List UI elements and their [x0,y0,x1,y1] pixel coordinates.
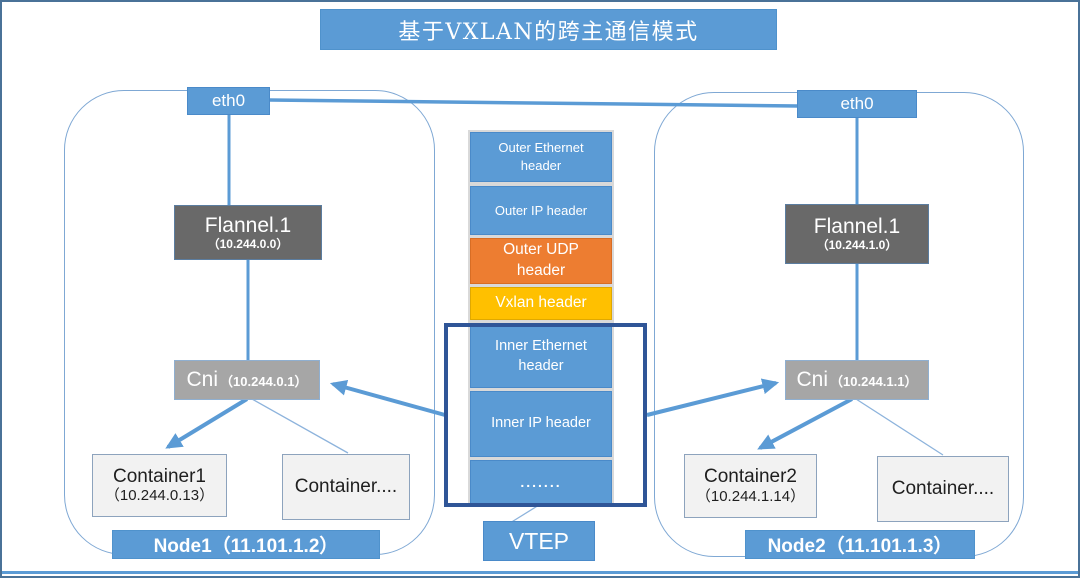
node1-container1-box: Container1 （10.244.0.13） [92,454,227,517]
node1-cni-box: Cni （10.244.0.1） [174,360,320,400]
node2-label: Node2（11.101.1.3） [745,530,975,559]
node2-container2-box: Container2 （10.244.1.14） [684,454,817,518]
node2-flannel-ip: （10.244.1.0） [816,238,898,253]
node2-container2-ip: （10.244.1.14） [695,487,806,505]
diagram-title: 基于VXLAN的跨主通信模式 [320,9,777,50]
packet-vxlan-header: Vxlan header [470,287,612,320]
packet-inner-ethernet-header: Inner Ethernet header [470,325,612,388]
inner-packet-outline [444,323,647,507]
node1-flannel-box: Flannel.1 （10.244.0.0） [174,205,322,260]
node2-cni-name: Cni [796,368,829,391]
node1-cni-ip: （10.244.0.1） [220,373,308,389]
packet-outer-ip-header: Outer IP header [470,186,612,235]
node2-flannel-name: Flannel.1 [813,215,901,239]
node2-cni-ip: （10.244.1.1） [830,373,918,389]
node1-label: Node1（11.101.1.2） [112,530,380,559]
node2-cni-box: Cni （10.244.1.1） [785,360,929,400]
node1-eth0-box: eth0 [187,87,270,115]
node2-container-more-label: Container.... [891,478,995,500]
vtep-box: VTEP [483,521,595,561]
packet-outer-ethernet-header: Outer Ethernet header [470,132,612,182]
node1-container-more-box: Container.... [282,454,410,520]
node1-container1-name: Container1 [113,465,206,487]
node2-flannel-box: Flannel.1 （10.244.1.0） [785,204,929,264]
node1-container1-ip: （10.244.0.13） [104,487,215,505]
node1-cni-name: Cni [186,368,219,391]
node1-container-more-label: Container.... [294,476,398,498]
packet-outer-udp-header: Outer UDP header [470,238,612,284]
node2-container2-name: Container2 [704,466,797,488]
packet-inner-ip-header: Inner IP header [470,391,612,457]
bottom-divider [2,571,1078,574]
packet-payload-dots: ....... [470,460,612,504]
node2-container-more-box: Container.... [877,456,1009,522]
node1-flannel-ip: （10.244.0.0） [207,236,289,251]
node2-eth0-box: eth0 [797,90,917,118]
node1-flannel-name: Flannel.1 [204,213,292,237]
